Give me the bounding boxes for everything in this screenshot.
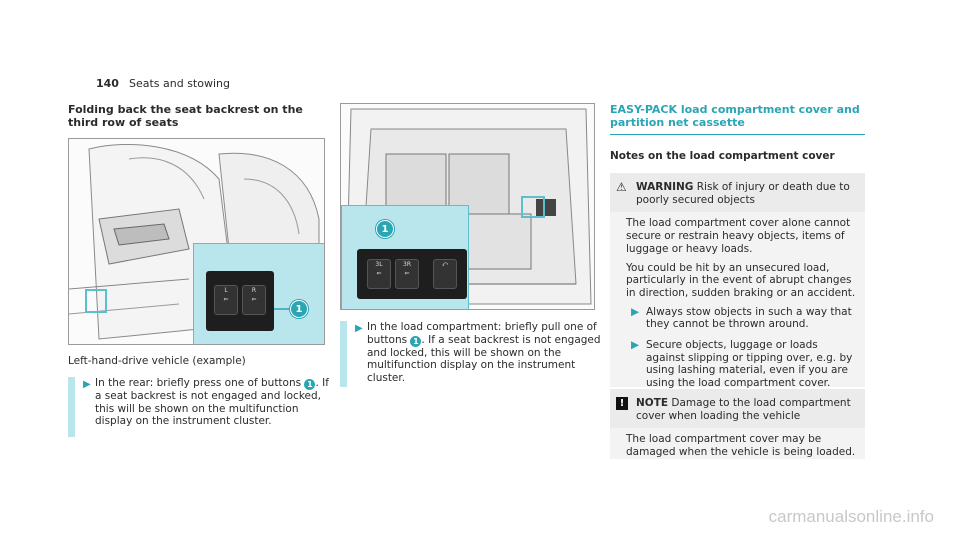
warning-headline: Risk of injury or death due to poorly se… xyxy=(636,181,850,206)
leader-line xyxy=(274,308,290,310)
step-text: In the load compartment: briefly pull on… xyxy=(367,321,601,385)
note-label: NOTE xyxy=(636,397,669,409)
switch-left: 3L⇐ xyxy=(367,259,391,289)
note-headline: Damage to the load compartment cover whe… xyxy=(636,397,851,422)
button-location-highlight xyxy=(85,289,107,313)
arrow-icon: ▶ xyxy=(355,323,363,334)
arrow-icon: ▶ xyxy=(631,305,640,318)
load-compartment-illustration: 3L⇐ 3R⇐ ⤺ 1 xyxy=(340,103,595,310)
switch-extra: ⤺ xyxy=(433,259,457,289)
warning-header: ⚠ WARNING Risk of injury or death due to… xyxy=(610,173,865,213)
page-header: 140 Seats and stowing xyxy=(96,77,230,90)
button-location-highlight xyxy=(521,196,545,218)
step-bar xyxy=(68,377,75,437)
instruction-step: ▶ In the load compartment: briefly pull … xyxy=(340,321,610,387)
warning-action: ▶ Always stow objects in such a way that… xyxy=(626,306,857,331)
switch-left: L⇐ xyxy=(214,285,238,315)
arrow-icon: ▶ xyxy=(631,339,640,352)
warning-paragraph: You could be hit by an unsecured load, p… xyxy=(626,261,856,299)
step-bar xyxy=(340,321,347,387)
section-name: Seats and stowing xyxy=(128,77,230,90)
step-text: In the rear: briefly press one of button… xyxy=(95,377,329,428)
warning-label: WARNING xyxy=(636,181,694,193)
subsection-heading: Notes on the load compartment cover xyxy=(610,150,835,162)
seat-illustration: L⇐ R⇐ 1 xyxy=(68,138,325,345)
warning-action: ▶ Secure objects, luggage or loads again… xyxy=(626,339,857,390)
marker-icon: 1 xyxy=(304,379,316,390)
exclamation-icon: ! xyxy=(616,397,628,410)
detail-callout: 3L⇐ 3R⇐ ⤺ 1 xyxy=(341,205,469,309)
callout-marker: 1 xyxy=(290,300,308,318)
switch-panel: 3L⇐ 3R⇐ ⤺ xyxy=(357,249,467,299)
note-body: The load compartment cover may be damage… xyxy=(626,433,856,459)
watermark: carmanualsonline.info xyxy=(768,507,934,526)
note-header: ! NOTE Damage to the load compartment co… xyxy=(610,389,865,429)
warning-body: The load compartment cover alone cannot … xyxy=(610,212,865,403)
note-box: ! NOTE Damage to the load compartment co… xyxy=(610,389,865,459)
arrow-icon: ▶ xyxy=(83,379,91,390)
warning-paragraph: The load compartment cover alone cannot … xyxy=(626,217,851,255)
callout-marker: 1 xyxy=(376,220,394,238)
figure-caption: Left-hand-drive vehicle (example) xyxy=(68,355,246,367)
warning-box: ⚠ WARNING Risk of injury or death due to… xyxy=(610,173,865,389)
instruction-step: ▶ In the rear: briefly press one of butt… xyxy=(68,377,338,437)
marker-icon: 1 xyxy=(410,335,422,347)
switch-right: R⇐ xyxy=(242,285,266,315)
warning-triangle-icon: ⚠ xyxy=(616,180,627,194)
page-number: 140 xyxy=(96,77,119,90)
detail-callout: L⇐ R⇐ 1 xyxy=(193,243,324,344)
section-heading: EASY-PACK load compartment cover and par… xyxy=(610,103,865,135)
switch-panel: L⇐ R⇐ xyxy=(206,271,274,331)
switch-right: 3R⇐ xyxy=(395,259,419,289)
left-heading: Folding back the seat backrest on the th… xyxy=(68,103,303,129)
